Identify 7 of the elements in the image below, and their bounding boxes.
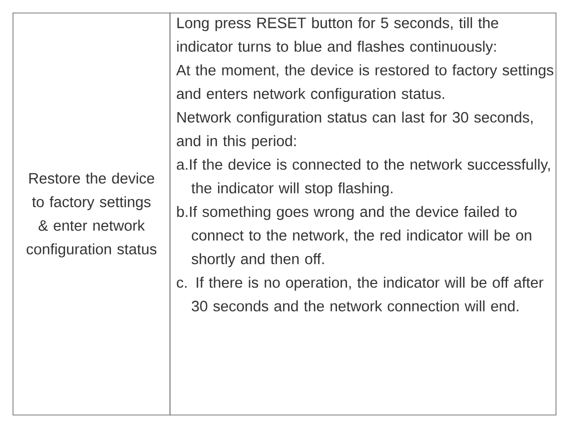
cell-text: Restore the device to factory settings & enter network configuration status (26, 172, 156, 258)
paragraph: Network configuration status can last for 30 seconds, and in this period: (176, 112, 532, 150)
paragraph: c. If there is no operation, the indicator will be off after 30 seconds and the network connection will end. (176, 276, 544, 312)
paragraph: a.If the device is connected to the network successfully, the indicator will stop flashing. (176, 158, 550, 196)
paragraph: At the moment, the device is restored to factory settings and enters network configuration status. (176, 64, 554, 102)
paragraph: b.If something goes wrong and the device failed to connect to the network, the red indicator will be on shortly and then off. (177, 206, 532, 268)
paragraph: Long press RESET button for 5 seconds, till the indicator turns to blue and flashes continuously: (177, 17, 498, 55)
